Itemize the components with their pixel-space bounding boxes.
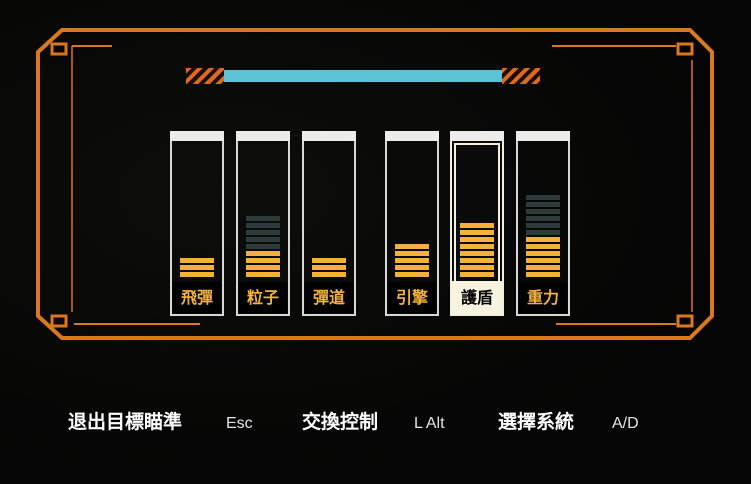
power-segment-filled (460, 265, 494, 270)
control-hints: 退出目標瞄準 Esc 交換控制 L Alt 選擇系統 A/D (0, 404, 751, 444)
power-bar-hatch-right (502, 68, 540, 84)
power-segment-filled (395, 251, 429, 256)
power-segment-empty (526, 195, 560, 200)
hint-swap-control-key: L Alt (414, 415, 445, 432)
power-segment-filled (460, 223, 494, 228)
power-segment-filled (180, 265, 214, 270)
hint-select-system-key: A/D (612, 415, 639, 432)
power-segment-empty (246, 223, 280, 228)
hint-exit-targeting-key: Esc (226, 415, 253, 432)
system-label: 飛彈 (173, 282, 221, 313)
hint-swap-control-action: 交換控制 (302, 411, 379, 433)
frame-outer (36, 28, 714, 340)
corner-top-left (50, 42, 68, 56)
power-segment-empty (246, 230, 280, 235)
system-label: 重力 (519, 282, 567, 313)
power-segment-filled (180, 272, 214, 277)
power-segment-filled (526, 272, 560, 277)
power-segment-filled (395, 272, 429, 277)
power-segment-filled (312, 258, 346, 263)
system-label: 彈道 (305, 282, 353, 313)
power-segments (246, 179, 280, 277)
hint-exit-targeting-action: 退出目標瞄準 (68, 411, 183, 433)
power-segment-filled (460, 237, 494, 242)
power-segment-filled (526, 244, 560, 249)
power-segment-filled (526, 265, 560, 270)
power-segments (312, 179, 346, 277)
system-particle[interactable]: 粒子 (236, 131, 290, 316)
power-bar (186, 68, 540, 84)
power-segments (460, 179, 494, 277)
power-segment-empty (526, 216, 560, 221)
power-bar-fill (224, 70, 502, 82)
power-segments (395, 179, 429, 277)
system-shield[interactable]: 護盾 (450, 131, 504, 316)
power-segment-filled (395, 265, 429, 270)
system-label: 引擎 (388, 282, 436, 313)
power-segment-filled (460, 230, 494, 235)
power-segment-filled (246, 258, 280, 263)
power-segment-empty (246, 244, 280, 249)
corner-bottom-left (50, 314, 68, 328)
system-missile[interactable]: 飛彈 (170, 131, 224, 316)
power-segment-empty (526, 202, 560, 207)
power-segment-empty (246, 216, 280, 221)
power-segment-empty (526, 209, 560, 214)
power-segment-filled (246, 265, 280, 270)
system-cap (450, 131, 504, 141)
system-ballistic[interactable]: 彈道 (302, 131, 356, 316)
corner-bottom-right (676, 314, 694, 328)
power-segment-filled (526, 237, 560, 242)
power-segment-empty (526, 230, 560, 235)
power-segment-empty (246, 237, 280, 242)
system-cap (236, 131, 290, 141)
power-segment-filled (395, 258, 429, 263)
system-label: 護盾 (452, 281, 502, 314)
power-segment-filled (460, 272, 494, 277)
system-cap (302, 131, 356, 141)
power-segment-empty (526, 223, 560, 228)
corner-top-right (676, 42, 694, 56)
system-gravity[interactable]: 重力 (516, 131, 570, 316)
power-segment-filled (460, 251, 494, 256)
power-segment-filled (460, 258, 494, 263)
power-segments (526, 179, 560, 277)
power-segment-filled (180, 258, 214, 263)
system-cap (385, 131, 439, 141)
power-segment-filled (246, 251, 280, 256)
power-segment-filled (312, 265, 346, 270)
hint-select-system-action: 選擇系統 (498, 411, 575, 433)
power-segment-filled (395, 244, 429, 249)
system-engine[interactable]: 引擎 (385, 131, 439, 316)
power-segment-filled (526, 258, 560, 263)
system-cap (170, 131, 224, 141)
power-bar-hatch-left (186, 68, 224, 84)
power-segment-filled (460, 244, 494, 249)
system-label: 粒子 (239, 282, 287, 313)
power-segment-filled (246, 272, 280, 277)
system-cap (516, 131, 570, 141)
power-segment-filled (526, 251, 560, 256)
power-segment-filled (312, 272, 346, 277)
power-segments (180, 179, 214, 277)
